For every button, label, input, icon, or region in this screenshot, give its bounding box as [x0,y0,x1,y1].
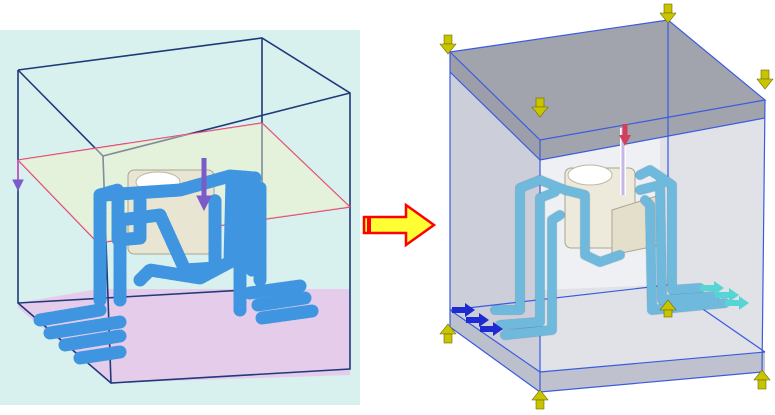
cooling-pipe [495,187,560,330]
cooling-pipe [535,175,625,267]
transition-arrow [362,200,440,250]
outlet-arrow [725,296,749,310]
clamp-arrow-down [756,69,774,90]
coolant-inlets [452,303,503,336]
right-vertical-edge [761,99,766,373]
box-back-bottom-edge [17,288,263,304]
parting-line [17,122,352,244]
gate-arrow-head [196,195,212,212]
cooling-channel-leg [33,303,107,327]
right-arrow-shape [362,202,437,248]
clamp-arrow-down [531,97,549,118]
gate-arrow-head [619,135,631,146]
bottom-clamp-plate [450,310,765,392]
left-model-svg [0,30,360,405]
injection-gate [619,124,631,195]
cooling-channel-leg [251,291,312,312]
cooling-channel-leg [73,345,127,365]
transition-arrow-svg [362,202,437,248]
parting-plane-outline [17,122,352,244]
inlet-arrow [452,303,475,317]
coolant-outlets [700,281,749,310]
cooling-channel [233,181,267,317]
cooling-channel-leg [243,279,307,300]
clamp-arrow-up [659,299,677,318]
clamp-markers [439,3,774,410]
cooling-channel-leg [43,315,127,340]
side-arrow-head [12,179,24,192]
clamp-arrow-up [753,369,771,390]
clamp-arrow-down [659,3,677,24]
clamp-arrow-down [439,34,457,55]
cooling-pipe [635,180,720,305]
cooling-channel [113,193,222,307]
cooling-channel-leg [58,329,127,352]
inlet-arrow [466,313,489,327]
right-model-svg [439,3,774,410]
inlet-arrow [480,322,503,336]
top-clamp-plate [450,20,765,160]
left-model-view [0,30,360,405]
right-model-view [430,0,775,415]
cooling-pipe [640,195,730,315]
part-boss [567,164,613,186]
clamp-arrow-up [531,389,549,410]
left-gate-markers [12,158,212,212]
arrow-tail-stripe [367,217,371,233]
cooling-pipes [490,165,730,340]
clamp-arrow-up [439,323,457,344]
cooling-pipe [500,210,565,340]
cooling-pipe [635,165,705,295]
outlet-arrow [700,281,724,295]
outlet-arrow [715,288,739,302]
cooling-pipe [490,175,545,315]
cooling-channel-leg [255,304,319,325]
